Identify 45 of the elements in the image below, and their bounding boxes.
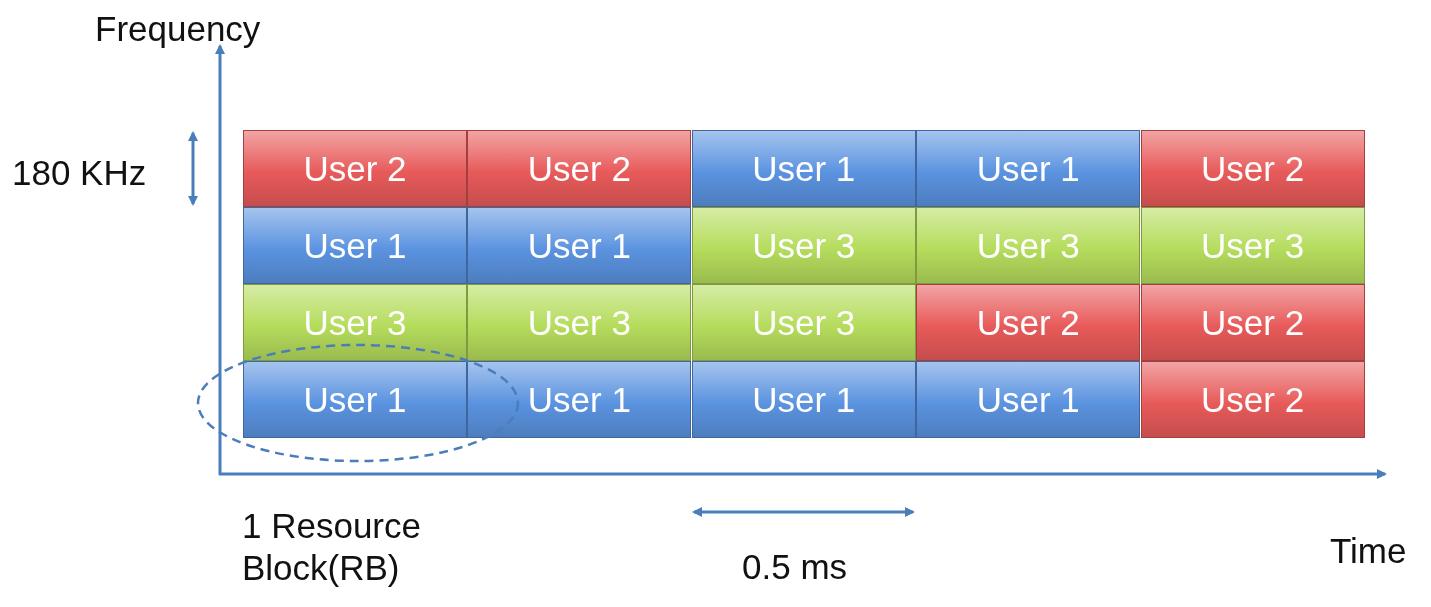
- user-label: User 1: [303, 379, 407, 420]
- resource-block: [691, 207, 916, 284]
- resource-block: [243, 284, 467, 361]
- user-label: User 2: [1201, 379, 1305, 420]
- resource-block: [467, 361, 692, 438]
- user-label: User 1: [976, 148, 1080, 189]
- resource-block: [916, 284, 1141, 361]
- user-label: User 2: [527, 148, 631, 189]
- resource-block: [1140, 361, 1365, 438]
- user-label: User 1: [752, 379, 856, 420]
- resource-block: [691, 130, 916, 207]
- resource-block: [243, 207, 467, 284]
- resource-block: [691, 361, 916, 438]
- resource-block: [243, 130, 467, 207]
- user-label: User 1: [752, 148, 856, 189]
- user-label: User 2: [303, 148, 407, 189]
- user-label: User 1: [303, 225, 407, 266]
- user-label: User 3: [303, 302, 407, 343]
- resource-block: [467, 284, 692, 361]
- resource-block: [467, 207, 692, 284]
- user-label: User 3: [527, 302, 631, 343]
- user-label: User 3: [976, 225, 1080, 266]
- dimension-label: 180 KHz: [12, 152, 147, 194]
- callout-text: 1 Resource Block(RB): [242, 505, 422, 589]
- user-label: User 3: [752, 302, 856, 343]
- resource-block: [691, 284, 916, 361]
- user-label: User 2: [976, 302, 1080, 343]
- resource-block: [916, 361, 1141, 438]
- user-label: User 1: [527, 225, 631, 266]
- user-label: User 3: [752, 225, 856, 266]
- resource-block: [1140, 130, 1365, 207]
- resource-block: [243, 361, 467, 438]
- axis-label: Frequency: [95, 8, 261, 50]
- axis-label: Time: [1330, 530, 1407, 572]
- user-label: User 2: [1201, 302, 1305, 343]
- resource-block: [1140, 284, 1365, 361]
- resource-block: [916, 130, 1141, 207]
- user-label: User 3: [1201, 225, 1305, 266]
- user-label: User 2: [1201, 148, 1305, 189]
- dimension-label: 0.5 ms: [742, 546, 848, 588]
- user-label: User 1: [976, 379, 1080, 420]
- resource-block: [467, 130, 692, 207]
- user-label: User 1: [527, 379, 631, 420]
- resource-block: [1140, 207, 1365, 284]
- resource-block: [916, 207, 1141, 284]
